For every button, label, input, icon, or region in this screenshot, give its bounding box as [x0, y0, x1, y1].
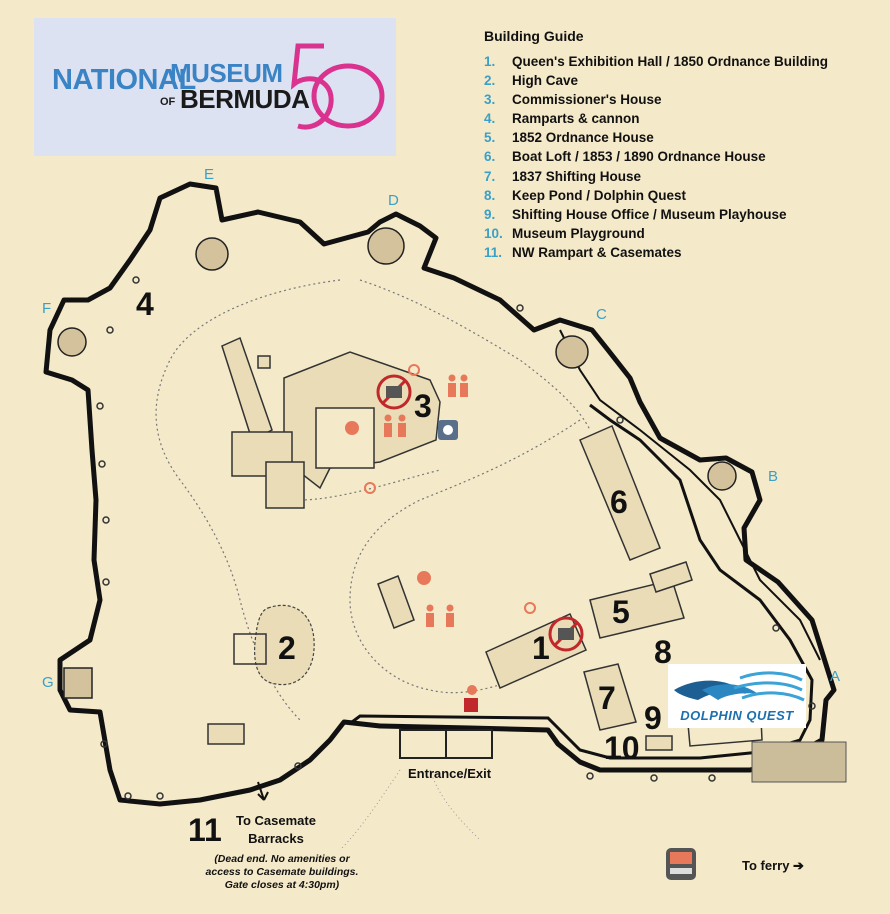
footpath-entrance: [339, 769, 481, 851]
bastion-label-d: D: [388, 192, 399, 209]
museum-logo-panel: [34, 18, 396, 156]
logo-50-anniversary-icon: [290, 43, 385, 130]
guide-item: 10.Museum Playground: [484, 225, 645, 241]
footpath: [155, 279, 341, 721]
logo-of-text: OF: [160, 96, 176, 108]
high-cave-structure: [233, 633, 267, 665]
baby-change-icon-2: [417, 571, 431, 585]
building-11-rampart: [207, 723, 245, 745]
restroom-icon-1: [426, 604, 454, 627]
bastion-label-b: B: [768, 468, 779, 485]
cannon-dots: [96, 276, 816, 800]
map-number-7: 7: [598, 680, 616, 716]
dolphin-quest-text: DOLPHIN QUEST: [680, 708, 794, 723]
bastion-d: [367, 227, 405, 265]
inner-wall-east: [559, 329, 821, 661]
bastion-e: [195, 237, 229, 271]
camera-icon-2: [558, 628, 574, 640]
guide-item: 4.Ramparts & cannon: [484, 111, 640, 127]
bastion-label-a: A: [830, 668, 841, 685]
map-number-6: 6: [610, 484, 628, 520]
se-ramp: [751, 741, 847, 783]
dolphin-quest-icon: [674, 671, 805, 702]
bastion-label-e: E: [204, 166, 215, 183]
casemate-label-line1: To Casemate: [236, 813, 316, 828]
logo-bermuda-text: BERMUDA: [180, 84, 310, 114]
bastion-g: [63, 667, 93, 699]
building-west-wing: [221, 336, 273, 442]
camera-icon: [386, 386, 402, 398]
building-5: [589, 579, 685, 639]
bastion-f: [57, 327, 87, 357]
building-10: [645, 735, 673, 751]
wheelchair-icons: [364, 364, 536, 614]
map-number-11: 11: [188, 812, 222, 848]
building-3-courtyard: [315, 407, 375, 469]
info-icon: [464, 698, 478, 712]
guide-item: 5.1852 Ordnance House: [484, 130, 654, 146]
dead-end-note: (Dead end. No amenities or access to Cas…: [205, 853, 359, 891]
amenity-icons: [345, 374, 477, 695]
footpath-loop: [299, 279, 591, 501]
logo-national-text: NATIONAL: [52, 64, 196, 96]
arrow-to-casemate-icon: [257, 781, 269, 801]
casemate-label-line2: Barracks: [248, 831, 304, 846]
high-cave-2: [254, 604, 315, 686]
building-7: [583, 663, 637, 731]
map-number-5: 5: [612, 594, 630, 630]
baby-change-icon: [345, 421, 359, 435]
buildings: [207, 336, 763, 751]
bastion-label-c: C: [596, 306, 607, 323]
map-number-3: 3: [414, 388, 432, 424]
map-number-4: 4: [136, 286, 154, 322]
guide-item: 11.NW Rampart & Casemates: [484, 244, 682, 260]
building-small: [257, 355, 271, 369]
map-number-2: 2: [278, 630, 296, 666]
building-west-block: [265, 461, 305, 509]
to-ferry-label: To ferry ➔: [742, 858, 804, 873]
casemate-label: To Casemate Barracks: [236, 812, 316, 848]
building-5-annex: [649, 561, 693, 593]
bastions: [57, 227, 737, 699]
entrance-exit-label: Entrance/Exit: [408, 766, 492, 781]
map-number-9: 9: [644, 700, 662, 736]
building-guide-list: 1.Queen's Exhibition Hall / 1850 Ordnanc…: [484, 52, 828, 262]
info-person-icon: [467, 685, 477, 695]
bastion-c: [555, 335, 589, 369]
restroom-icon-3: [384, 414, 406, 437]
guide-item: 9.Shifting House Office / Museum Playhou…: [484, 206, 787, 222]
map-number-1: 1: [532, 630, 550, 666]
map-number-8: 8: [654, 634, 672, 670]
bastion-label-f: F: [42, 300, 52, 317]
guide-item: 7.1837 Shifting House: [484, 168, 642, 184]
bastion-label-g: G: [42, 674, 54, 691]
building-6: [579, 425, 661, 561]
building-guide-title: Building Guide: [484, 28, 584, 44]
restroom-icon-3b: [448, 374, 468, 397]
footpath-inner: [349, 419, 581, 694]
map-number-10: 10: [604, 730, 640, 766]
building-near-1: [377, 575, 415, 629]
guide-item: 6.Boat Loft / 1853 / 1890 Ordnance House: [484, 149, 766, 165]
logo-museum-text: MUSEUM: [170, 58, 283, 88]
inner-wall: [351, 403, 814, 760]
guide-item: 3.Commissioner's House: [484, 92, 662, 108]
outer-rampart-wall: [43, 181, 837, 807]
bastion-b: [707, 461, 737, 491]
guide-item: 1.Queen's Exhibition Hall / 1850 Ordnanc…: [484, 54, 829, 69]
bus-icon: [666, 848, 696, 880]
guide-item: 8.Keep Pond / Dolphin Quest: [484, 187, 687, 203]
guide-item: 2.High Cave: [484, 73, 579, 89]
